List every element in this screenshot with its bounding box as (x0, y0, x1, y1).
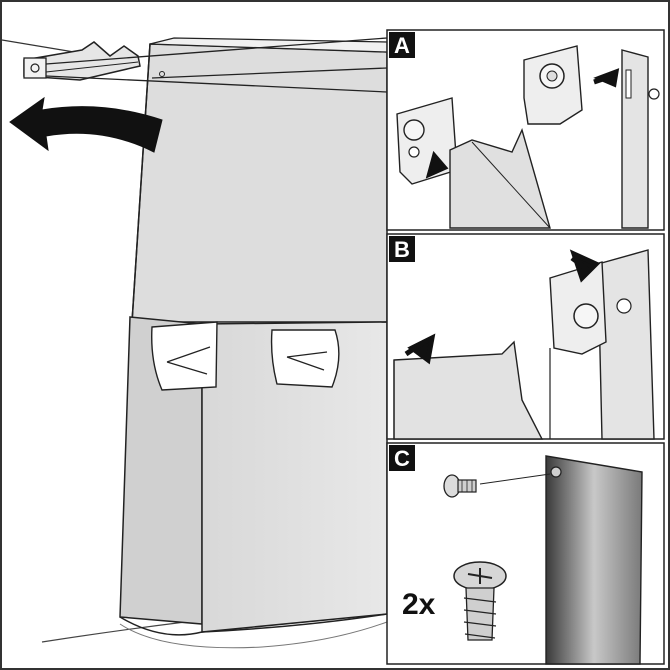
panel-b-label: B (394, 237, 410, 262)
panel-a: A (386, 29, 665, 231)
panel-c: C 2x (386, 442, 665, 665)
protective-tape-right (270, 329, 340, 388)
panel-b: B (386, 233, 665, 440)
panel-a-label: A (394, 33, 410, 58)
protective-tape-left (151, 321, 218, 391)
lower-duct (119, 316, 388, 649)
callout-lines (45, 37, 388, 93)
panel-c-label: C (394, 446, 410, 471)
removal-arrow (9, 96, 163, 153)
small-screw-icon (443, 473, 551, 498)
large-screw-icon (453, 561, 507, 641)
upper-duct (131, 37, 388, 323)
screw-quantity: 2x (402, 588, 436, 621)
